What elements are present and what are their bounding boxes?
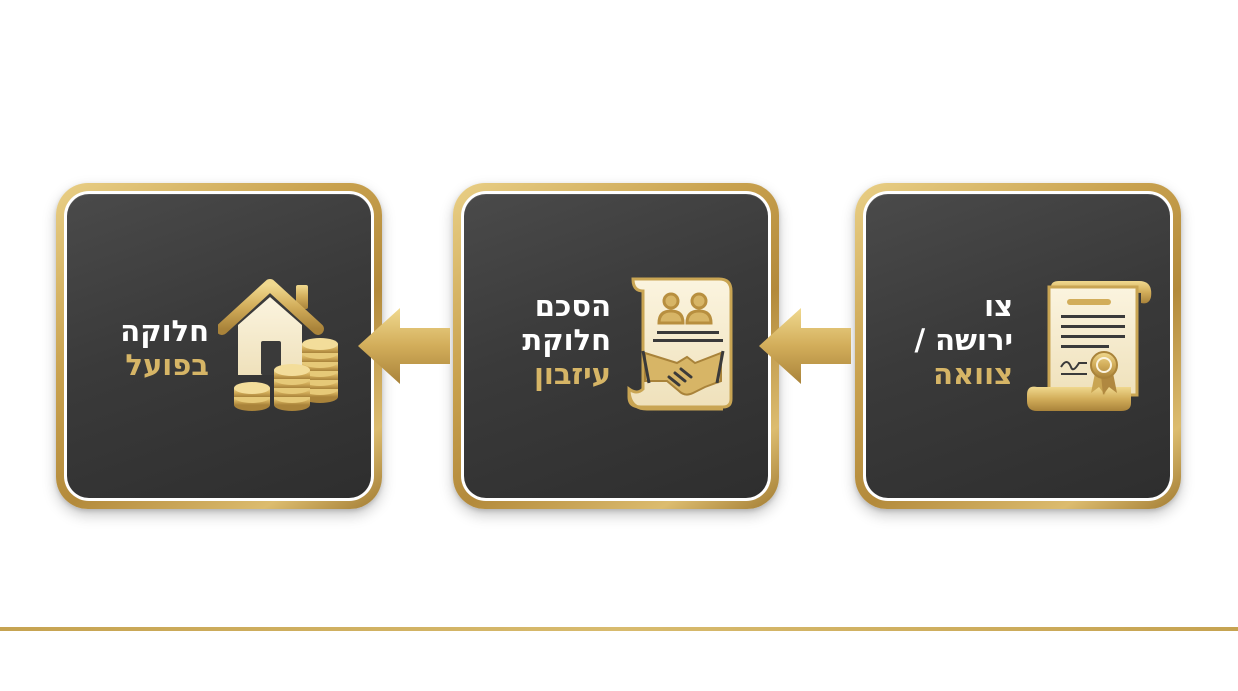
step-label-line2: חלוקת: [522, 323, 611, 357]
step-label-line3: בפועל: [125, 348, 209, 382]
step-label-line1: חלוקה: [120, 314, 209, 348]
house-with-coins-icon: [218, 279, 338, 411]
bottom-divider: [0, 627, 1238, 631]
arrow-left-icon: [358, 308, 450, 384]
step-label-line3: צוואה: [933, 357, 1013, 391]
step-label-actual-distribution: חלוקה בפועל: [120, 314, 209, 382]
step-label-line1: הסכם: [534, 289, 611, 323]
step-label-line2: ירושה /: [914, 323, 1013, 357]
step-label-line3: עיזבון: [533, 357, 611, 391]
handshake-agreement-document-icon: [627, 277, 733, 411]
step-label-estate-agreement: הסכם חלוקת עיזבון: [522, 289, 611, 391]
step-label-line1: צו: [984, 289, 1013, 323]
arrow-left-icon: [759, 308, 851, 384]
will-scroll-with-seal-icon: [1027, 281, 1152, 411]
step-label-inheritance-order: צו ירושה / צוואה: [914, 289, 1013, 391]
